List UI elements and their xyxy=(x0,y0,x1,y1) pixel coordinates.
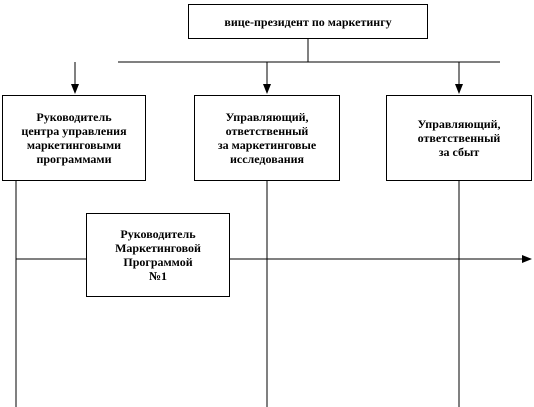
program-center-head-box: Руководитель центра управления маркетинг… xyxy=(2,95,146,181)
program1-head-box: Руководитель Маркетинговой Программой №1 xyxy=(86,213,230,297)
vp-marketing-box: вице-президент по маркетингу xyxy=(188,4,428,39)
program1-head-label: Руководитель Маркетинговой Программой №1 xyxy=(115,227,201,283)
sales-manager-box: Управляющий, ответственный за сбыт xyxy=(386,95,532,181)
research-manager-label: Управляющий, ответственный за маркетинго… xyxy=(217,110,317,166)
program-center-head-label: Руководитель центра управления маркетинг… xyxy=(21,110,127,166)
sales-manager-label: Управляющий, ответственный за сбыт xyxy=(417,117,501,159)
vp-marketing-label: вице-президент по маркетингу xyxy=(224,14,392,29)
research-manager-box: Управляющий, ответственный за маркетинго… xyxy=(194,95,340,181)
